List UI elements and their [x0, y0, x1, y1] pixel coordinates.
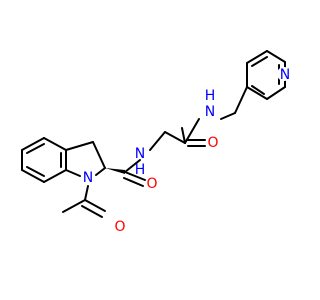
bond: [266, 86, 286, 100]
molecule-canvas: N H N O N H O N O: [21, 50, 291, 235]
bond: [124, 159, 141, 173]
bond: [246, 86, 268, 100]
bond: [21, 169, 45, 183]
bond: [62, 199, 86, 213]
bond: [234, 86, 248, 114]
bond: [164, 131, 186, 144]
bond: [26, 166, 45, 177]
atom-o-amide-lower: O: [146, 176, 157, 192]
oxygen-label: O: [146, 176, 157, 192]
indoline-ring: [65, 141, 106, 177]
atom-nh-amide-middle: N H: [135, 146, 146, 178]
bond: [65, 141, 94, 151]
bond: [43, 169, 67, 183]
atom-nh-amide-upper: H N: [205, 88, 216, 120]
bond: [21, 137, 45, 151]
oxygen-label: O: [207, 135, 218, 151]
nitrogen-label: N: [83, 170, 93, 186]
bond: [246, 50, 268, 64]
amide-h-label: H: [135, 162, 146, 178]
bond: [123, 177, 144, 187]
bond: [184, 118, 200, 144]
pyridine-ring: [246, 50, 286, 100]
bond: [84, 185, 89, 201]
bond: [124, 171, 146, 181]
atom-o-acetyl: O: [114, 219, 125, 235]
molecule-structure: N H N O N H O N O: [21, 50, 291, 235]
bond: [266, 50, 286, 63]
bond: [149, 131, 166, 151]
bond: [181, 127, 186, 144]
bond: [251, 56, 268, 67]
bond: [251, 85, 265, 95]
bond: [26, 143, 45, 154]
bond: [84, 199, 106, 212]
bond: [220, 112, 236, 120]
nitrogen-label: N: [280, 67, 290, 83]
bond: [95, 167, 106, 176]
amide-n-label: N: [135, 146, 145, 162]
benzene-ring: [21, 137, 67, 183]
amide-n-label: N: [205, 104, 215, 120]
bond: [81, 205, 103, 218]
bond: [65, 169, 81, 177]
atom-o-amide-upper: O: [207, 135, 218, 151]
bond: [43, 137, 67, 151]
atom-n-indoline: N: [83, 170, 93, 186]
bond: [92, 141, 106, 169]
amide-h-label: H: [205, 88, 216, 104]
atom-n-pyridine: N: [277, 67, 291, 83]
stereo-wedge: [105, 168, 125, 174]
oxygen-label: O: [114, 219, 125, 235]
